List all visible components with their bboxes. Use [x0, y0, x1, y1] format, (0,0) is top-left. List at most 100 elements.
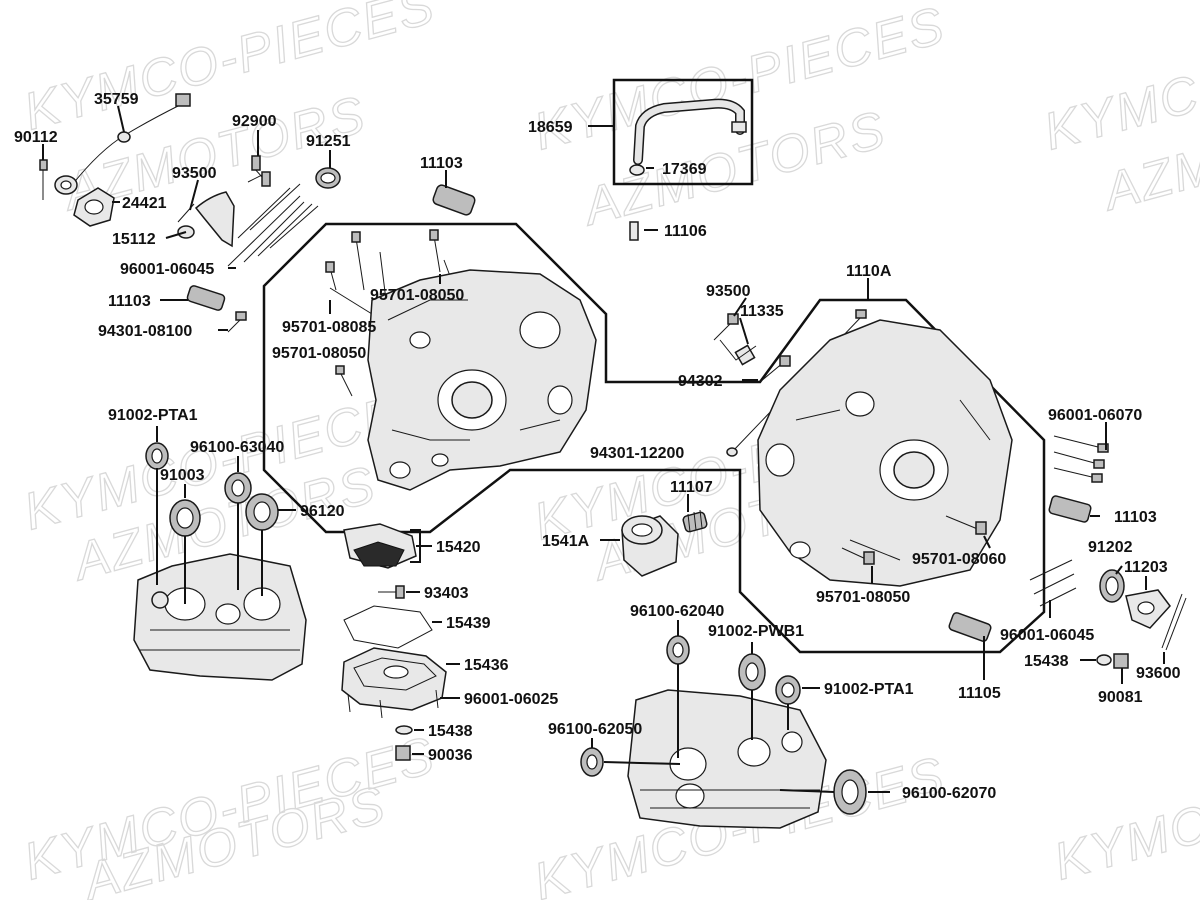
oil-filter-1541a-part [621, 515, 679, 577]
gasket-15439-part [343, 605, 433, 649]
crankcase-right-half [757, 319, 1013, 587]
bearing-96100-62040-part [666, 635, 690, 665]
dowel-11103c-part [1048, 495, 1092, 523]
crankcase-left-half [367, 269, 597, 491]
plug-90081-part [1113, 653, 1129, 669]
part-label-90036: 90036 [428, 747, 473, 764]
part-label-11103: 11103 [420, 155, 463, 172]
callout-leaders [42, 105, 1165, 793]
oil-seal-91251-part [315, 167, 341, 189]
dowel-11105-part [948, 612, 992, 642]
part-label-96120: 96120 [300, 503, 345, 520]
bolts-92900-part [247, 155, 271, 187]
part-label-11103: 11103 [108, 293, 151, 310]
part-label-96100-62050: 96100-62050 [548, 721, 642, 738]
part-label-96001-06025: 96001-06025 [464, 691, 558, 708]
watermark-text: KYMCO-PIECES [1048, 726, 1200, 891]
part-label-95701-08050: 95701-08050 [370, 287, 464, 304]
leader-line [779, 789, 835, 793]
part-label-93403: 93403 [424, 585, 469, 602]
bolt-95701-08060-part [945, 515, 987, 535]
part-label-90112: 90112 [14, 129, 58, 146]
part-label-95701-08050: 95701-08050 [272, 345, 366, 362]
part-label-15439: 15439 [446, 615, 491, 632]
bolts-96001-06070-part [1053, 435, 1109, 483]
part-label-94301-12200: 94301-12200 [590, 445, 684, 462]
bolt-94301-08100-part [227, 311, 247, 333]
part-label-93500: 93500 [172, 165, 217, 182]
part-label-15436: 15436 [464, 657, 509, 674]
part-label-11335: 11335 [740, 303, 784, 320]
part-label-93600: 93600 [1136, 665, 1181, 682]
part-label-91002-pwb1: 91002-PWB1 [708, 623, 804, 640]
part-label-1110a: 1110A [846, 263, 892, 280]
bracket-93500-11335-part [713, 313, 757, 366]
part-label-91251: 91251 [306, 133, 351, 150]
part-label-11103: 11103 [1114, 509, 1157, 526]
part-label-95701-08060: 95701-08060 [912, 551, 1006, 568]
plate-15112-part [177, 191, 235, 248]
dowel-11106-part [629, 221, 639, 241]
part-label-15112: 15112 [112, 231, 156, 248]
part-label-95701-08085: 95701-08085 [282, 319, 376, 336]
strainer-15420-part [343, 523, 417, 569]
bearing-91002-pwb1-part [738, 653, 766, 691]
bearing-96100-62070-part [833, 769, 867, 815]
bearing-96120-part [245, 493, 279, 531]
bolts-96001-06045b-part [1029, 559, 1077, 607]
seal-91202-part [1099, 569, 1125, 603]
crankcase-right-inner [627, 689, 827, 829]
part-label-24421: 24421 [122, 195, 167, 212]
part-label-96001-06045: 96001-06045 [120, 261, 214, 278]
breather-hose-box [612, 78, 754, 186]
cover-11203-part [1125, 589, 1171, 629]
part-label-92900: 92900 [232, 113, 277, 130]
dowel-11103-part [186, 285, 226, 311]
bolt-93403-part [378, 585, 405, 599]
bearing-91002-pta1b-part [775, 675, 801, 705]
part-label-17369: 17369 [662, 161, 707, 178]
plug-90036-part [395, 745, 411, 761]
dowel-11103b-part [432, 184, 476, 216]
part-label-11105: 11105 [958, 685, 1001, 702]
bolt-94302-part [759, 355, 791, 383]
bearing-96100-63040-part [224, 472, 252, 504]
oil-pan-15436-part [341, 647, 447, 711]
part-label-94302: 94302 [678, 373, 723, 390]
crankcase-left-inner [133, 553, 307, 681]
washer-15438b-part [395, 725, 413, 735]
part-label-11106: 11106 [664, 223, 707, 240]
watermark-text: KYMCO-PIECES [1038, 0, 1200, 162]
part-label-96001-06045: 96001-06045 [1000, 627, 1094, 644]
part-label-93500: 93500 [706, 283, 751, 300]
part-label-91202: 91202 [1088, 539, 1133, 556]
bearing-91002-pta1a-part [145, 442, 169, 470]
bolts-93600-part [1161, 593, 1187, 651]
washer-15438a-part [1096, 654, 1112, 666]
part-label-11203: 11203 [1124, 559, 1168, 576]
gasket-24421-part [73, 187, 115, 227]
part-label-96100-63040: 96100-63040 [190, 439, 284, 456]
bearing-96100-62050-part [580, 747, 604, 777]
part-label-91002-pta1: 91002-PTA1 [824, 681, 914, 698]
part-label-15420: 15420 [436, 539, 481, 556]
part-label-96001-06070: 96001-06070 [1048, 407, 1142, 424]
part-label-11107: 11107 [670, 479, 713, 496]
bolt-95701-08050c-part [841, 547, 875, 565]
bearing-91003-part [169, 499, 201, 537]
part-label-95701-08050: 95701-08050 [816, 589, 910, 606]
bolts-96001-06025-part [347, 689, 439, 719]
part-label-35759: 35759 [94, 91, 139, 108]
part-number-labels: 35759 90112 24421 92900 93500 15112 9125… [14, 91, 1181, 802]
bolts-96001-06045-part [227, 183, 319, 267]
part-label-96100-62040: 96100-62040 [630, 603, 724, 620]
part-label-18659: 18659 [528, 119, 573, 136]
part-label-94301-08100: 94301-08100 [98, 323, 192, 340]
part-label-91002-pta1: 91002-PTA1 [108, 407, 198, 424]
screen-11107-part [682, 509, 708, 533]
speed-sensor-part [54, 93, 191, 195]
part-label-96100-62070: 96100-62070 [902, 785, 996, 802]
breather-hose-part [629, 98, 747, 176]
